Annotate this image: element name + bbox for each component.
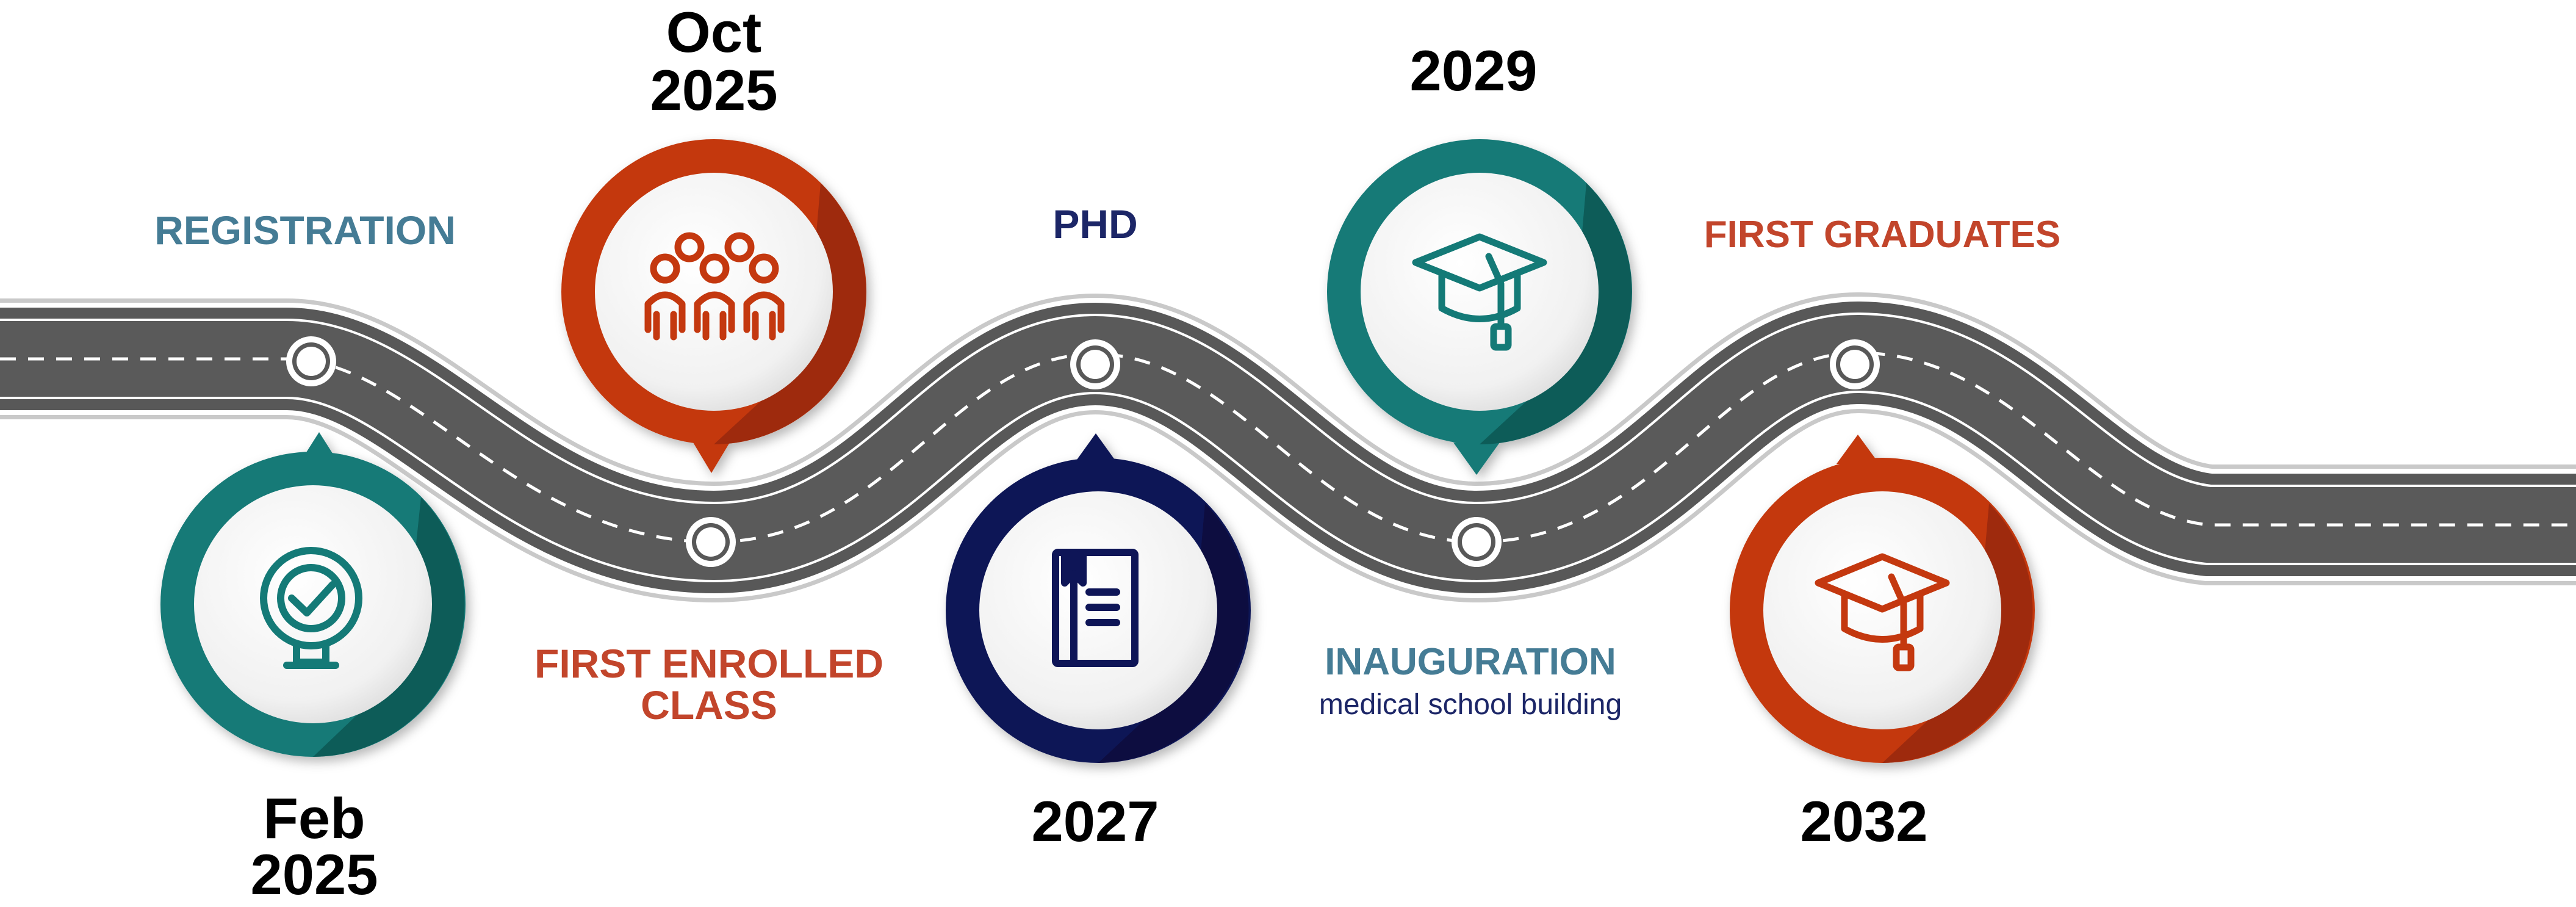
subtitle-inauguration: medical school building [1319, 688, 1622, 721]
date-phd-year: 2027 [1031, 789, 1159, 853]
road-marker-inauguration [1452, 517, 1502, 567]
title-registration: REGISTRATION [154, 208, 456, 253]
road-marker-phd [1070, 339, 1120, 389]
road-marker-first-graduates [1830, 339, 1880, 389]
road-markers [286, 336, 1880, 567]
pin-first-graduates [1730, 435, 2035, 763]
people-group-icon [644, 232, 785, 341]
graduation-cap-icon [1412, 233, 1547, 351]
title-first-graduates: FIRST GRADUATES [1704, 214, 2060, 256]
title-inauguration: INAUGURATION [1325, 641, 1616, 683]
date-first-enrolled-class-month: Oct [666, 0, 762, 64]
title-first-enrolled-class-line2: CLASS [641, 682, 777, 728]
graduation-cap-icon [1815, 553, 1950, 671]
checkmark-badge-icon [260, 547, 362, 669]
winding-road [0, 292, 2576, 603]
pin-inauguration [1327, 139, 1632, 475]
date-first-graduates-year: 2032 [1800, 789, 1927, 853]
date-labels: Feb 2025 Oct 2025 2027 2029 2032 [250, 0, 1927, 906]
road-center-dashes [0, 351, 2576, 544]
date-inauguration-year: 2029 [1409, 38, 1537, 103]
milestone-titles: REGISTRATION FIRST ENROLLED CLASS PHD IN… [154, 201, 2060, 728]
pin-first-enrolled-class [561, 139, 866, 473]
road-marker-first-enrolled-class [686, 517, 736, 567]
date-first-enrolled-class-year: 2025 [650, 58, 777, 122]
title-phd: PHD [1052, 201, 1137, 247]
road-marker-registration [286, 336, 336, 386]
title-first-enrolled-class-line1: FIRST ENROLLED [534, 641, 883, 686]
date-registration-year: 2025 [250, 842, 378, 904]
date-registration-month: Feb [263, 786, 365, 850]
book-icon [1052, 549, 1139, 667]
pin-phd [946, 433, 1251, 763]
